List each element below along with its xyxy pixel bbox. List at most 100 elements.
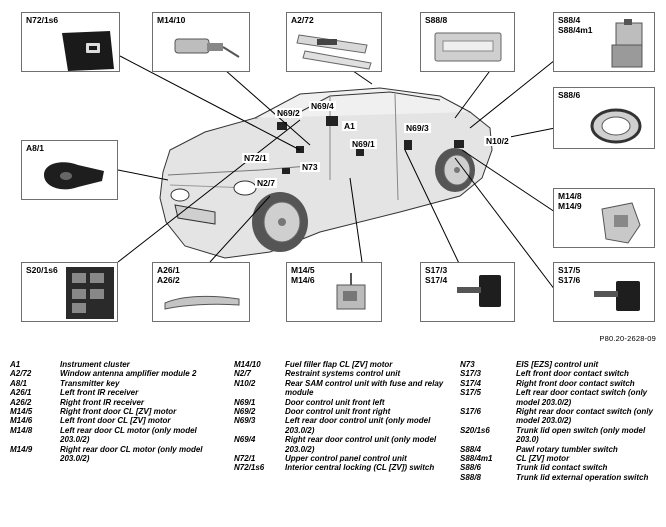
legend-code: S88/4	[460, 444, 481, 454]
legend-description: Right front door CL [ZV] motor	[60, 407, 177, 417]
car-tag-n2-7: N2/7	[255, 178, 277, 188]
component-box-s88-8: S88/8	[420, 12, 515, 72]
legend-description: Left rear door contact switch (only mode…	[516, 388, 648, 407]
component-box-a2-72: A2/72	[286, 12, 382, 72]
component-box-s88-4: S88/4 S88/4m1	[553, 12, 655, 72]
legend-description: CL [ZV] motor	[516, 454, 570, 464]
component-label: S17/3 S17/4	[425, 265, 448, 285]
legend-description: Door control unit front right	[285, 407, 391, 417]
car-tag-n69-2: N69/2	[275, 108, 302, 118]
component-label: A8/1	[26, 143, 44, 153]
legend-description: Instrument cluster	[60, 360, 130, 369]
legend-description: Right front door contact switch	[516, 378, 635, 388]
component-box-m14-5: M14/5 M14/6	[286, 262, 382, 322]
rear-door-cl-motor-icon	[601, 202, 641, 244]
legend-row: N2/7 Restraint systems control unit	[234, 369, 452, 378]
legend-description: Left rear door control unit (only model …	[285, 416, 431, 435]
component-label: A2/72	[291, 15, 314, 25]
legend-code: A1	[10, 360, 21, 369]
legend-code: A8/1	[10, 378, 27, 388]
fuel-flap-motor-icon	[174, 38, 240, 58]
figure-reference-code: P80.20-2628-09	[599, 334, 656, 343]
legend-code: A26/1	[10, 388, 32, 398]
legend-code: S88/6	[460, 463, 481, 473]
component-label: S17/5 S17/6	[558, 265, 581, 285]
component-label: A26/1 A26/2	[157, 265, 180, 285]
legend-code: N72/1s6	[234, 463, 265, 473]
legend-code: M14/8	[10, 425, 33, 435]
car-tag-a1: A1	[342, 121, 357, 131]
interior-lock-switch-icon	[62, 31, 114, 71]
legend-description: Left front door contact switch	[516, 369, 629, 379]
legend-code: S17/4	[460, 378, 481, 388]
legend-row: S88/4 Pawl rotary tumbler switch	[460, 445, 660, 454]
legend-code: N69/4	[234, 435, 256, 445]
legend-row: S17/6 Right rear door contact switch (onl…	[460, 407, 660, 426]
component-box-s20-1s6: S20/1s6	[21, 262, 118, 322]
component-label: S20/1s6	[26, 265, 58, 275]
car-illustration	[117, 55, 556, 291]
legend-code: N2/7	[234, 369, 251, 379]
legend-code: N72/1	[234, 454, 256, 464]
legend-row: A2/72 Window antenna amplifier module 2	[10, 369, 228, 378]
ir-receiver-icon	[164, 295, 240, 310]
legend-code: A26/2	[10, 397, 32, 407]
component-label: M14/5 M14/6	[291, 265, 315, 285]
legend-description: Interior central locking (CL [ZV]) switc…	[285, 463, 435, 473]
car-tag-n69-1: N69/1	[350, 139, 377, 149]
component-box-n72-1s6: N72/1s6	[21, 12, 120, 72]
legend-description: Right rear door contact switch (only mod…	[516, 407, 653, 426]
trunk-external-switch-icon	[434, 32, 502, 62]
component-box-s17-5: S17/5 S17/6	[553, 262, 655, 322]
car-tag-n72-1: N72/1	[242, 153, 269, 163]
transmitter-key-icon	[44, 162, 104, 190]
component-box-m14-8: M14/8 M14/9	[553, 188, 655, 248]
front-wheel	[252, 192, 308, 252]
component-box-s88-6: S88/6	[553, 87, 655, 149]
legend-row: A1 Instrument cluster	[10, 360, 228, 369]
legend-row: N72/1 Upper control panel control unit	[234, 454, 452, 463]
component-location-diagram: N72/1s6 M14/10 A2/72 S88/8 S88/4 S88/4m	[21, 12, 656, 343]
legend-code: N69/1	[234, 397, 256, 407]
component-label: N72/1s6	[26, 15, 59, 25]
rear-door-contact-switch-icon	[594, 281, 640, 311]
legend-description: Upper control panel control unit	[285, 454, 407, 464]
car-tag-n69-3: N69/3	[404, 123, 431, 133]
legend-code: M14/5	[10, 407, 33, 417]
car-tag-n69-4: N69/4	[309, 101, 336, 111]
component-label: S88/6	[558, 90, 581, 100]
legend-code: A2/72	[10, 369, 32, 379]
legend-description: Window antenna amplifier module 2	[60, 369, 197, 379]
front-door-cl-motor-icon	[336, 273, 366, 310]
legend-description: Restraint systems control unit	[285, 369, 401, 379]
legend-description: Fuel filler flap CL [ZV] motor	[285, 360, 393, 369]
legend-code: N10/2	[234, 378, 256, 388]
component-box-m14-10: M14/10	[152, 12, 250, 72]
legend-description: Left front IR receiver	[60, 388, 139, 398]
legend-code: S17/6	[460, 407, 481, 417]
legend-description: EIS [EZS] control unit	[516, 360, 599, 369]
legend-description: Right front IR receiver	[60, 397, 145, 407]
rear-wheel	[435, 148, 475, 192]
legend-code: M14/9	[10, 444, 33, 454]
legend-description: Left front door CL [ZV] motor	[60, 416, 171, 426]
legend-row: M14/5 Right front door CL [ZV] motor	[10, 407, 228, 416]
legend-description: Pawl rotary tumbler switch	[516, 444, 618, 454]
component-box-a8-1: A8/1	[21, 140, 118, 200]
component-box-s17-3: S17/3 S17/4	[420, 262, 515, 322]
